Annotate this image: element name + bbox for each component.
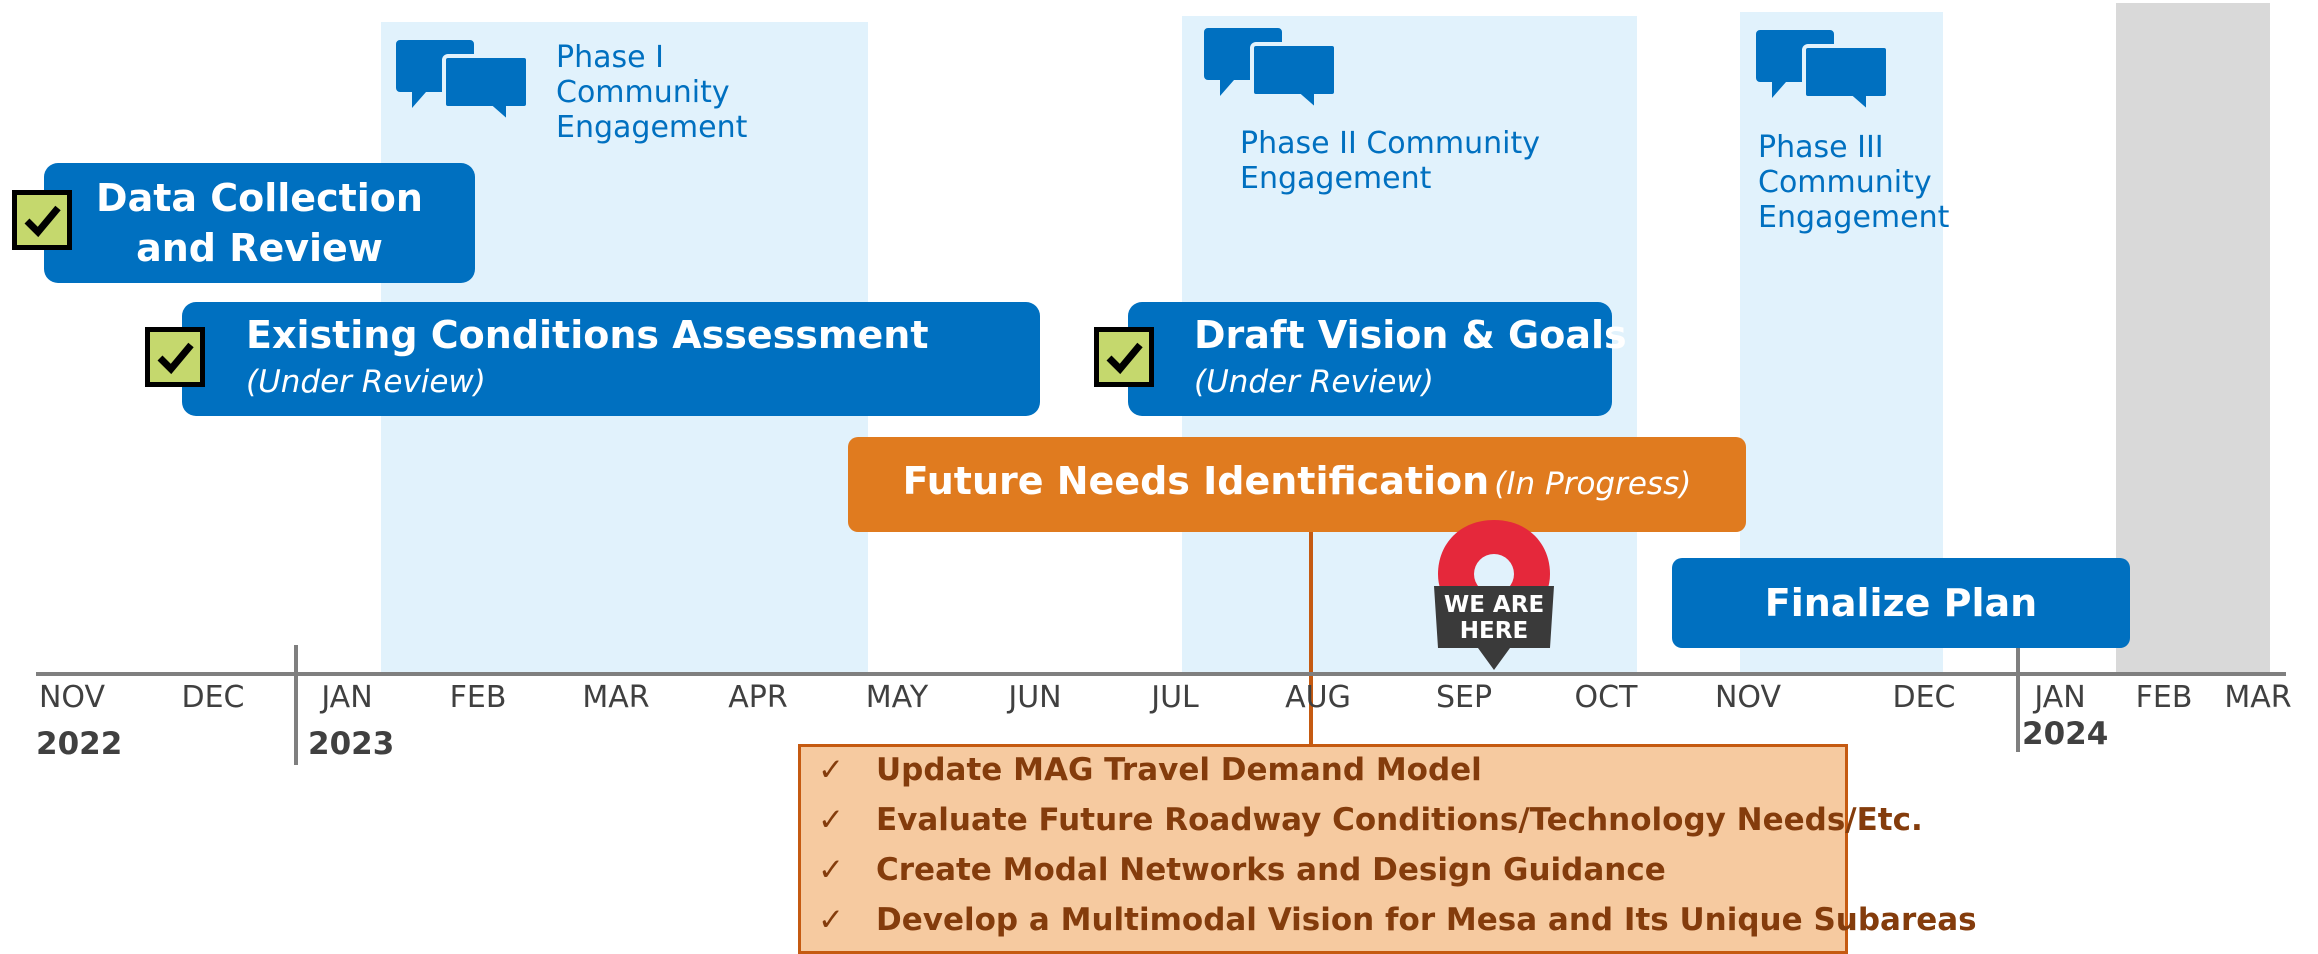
phase-1-label: Phase I Community Engagement <box>556 40 748 145</box>
year-label: 2024 <box>2022 716 2109 752</box>
task-future-needs: Future Needs Identification (In Progress… <box>848 437 1746 532</box>
year-divider-2023 <box>294 645 298 765</box>
task-data-collection: Data Collection and Review <box>44 163 475 283</box>
month-label: MAR <box>2224 680 2292 715</box>
task-draft-vision-title: Draft Vision & Goals <box>1194 313 1627 357</box>
month-label: MAY <box>865 680 929 715</box>
chat-bubbles-icon <box>396 40 530 122</box>
task-finalize-plan-title: Finalize Plan <box>1764 581 2038 625</box>
month-label: NOV <box>38 680 106 715</box>
chat-bubbles-icon <box>1204 28 1338 110</box>
task-data-collection-title: Data Collection and Review <box>96 176 423 270</box>
task-draft-vision: Draft Vision & Goals (Under Review) <box>1128 302 1627 416</box>
check-icon: ✓ <box>818 802 844 838</box>
month-label: FEB <box>2135 680 2193 715</box>
task-future-needs-title: Future Needs Identification <box>902 459 1490 503</box>
month-label: DEC <box>181 680 245 715</box>
completed-check-icon <box>1094 327 1154 387</box>
month-label: NOV <box>1714 680 1782 715</box>
check-icon: ✓ <box>818 902 844 938</box>
we-are-here-marker-icon <box>1434 520 1554 670</box>
month-label: JUN <box>1008 680 1062 715</box>
check-icon: ✓ <box>818 852 844 888</box>
completed-check-icon <box>12 190 72 250</box>
month-label: SEP <box>1435 680 1493 715</box>
year-label: 2022 <box>36 726 123 762</box>
timeline-axis <box>36 672 2286 676</box>
task-existing-conditions-status: (Under Review) <box>246 364 486 400</box>
year-divider-2024 <box>2016 648 2020 752</box>
month-label: AUG <box>1285 680 1351 715</box>
completed-check-icon <box>145 327 205 387</box>
we-are-here-label: WE ARE HERE <box>1443 592 1545 644</box>
task-future-needs-text: Future Needs Identification (In Progress… <box>848 459 1746 503</box>
task-draft-vision-status: (Under Review) <box>1194 364 1434 400</box>
phase-3-label: Phase III Community Engagement <box>1758 130 1950 235</box>
year-label: 2023 <box>308 726 395 762</box>
month-label: JAN <box>321 680 373 715</box>
check-icon: ✓ <box>818 752 844 788</box>
future-needs-connector <box>1309 532 1313 744</box>
list-item: ✓Create Modal Networks and Design Guidan… <box>818 852 1666 888</box>
task-existing-conditions-title: Existing Conditions Assessment <box>246 313 929 357</box>
month-label: OCT <box>1574 680 1638 715</box>
list-item: ✓Update MAG Travel Demand Model <box>818 752 1482 788</box>
list-item: ✓Develop a Multimodal Vision for Mesa an… <box>818 902 1977 938</box>
task-existing-conditions: Existing Conditions Assessment (Under Re… <box>182 302 1040 416</box>
task-future-needs-status: (In Progress) <box>1494 466 1692 502</box>
month-label: FEB <box>449 680 507 715</box>
chat-bubbles-icon <box>1756 30 1890 112</box>
task-finalize-plan: Finalize Plan <box>1672 558 2130 648</box>
month-label: APR <box>728 680 788 715</box>
post-plan-grey-band <box>2116 3 2270 674</box>
month-label: MAR <box>582 680 650 715</box>
list-item: ✓Evaluate Future Roadway Conditions/Tech… <box>818 802 1923 838</box>
month-label: JAN <box>2034 680 2086 715</box>
phase-2-label: Phase II Community Engagement <box>1240 126 1540 196</box>
month-label: JUL <box>1151 680 1199 715</box>
month-label: DEC <box>1892 680 1956 715</box>
